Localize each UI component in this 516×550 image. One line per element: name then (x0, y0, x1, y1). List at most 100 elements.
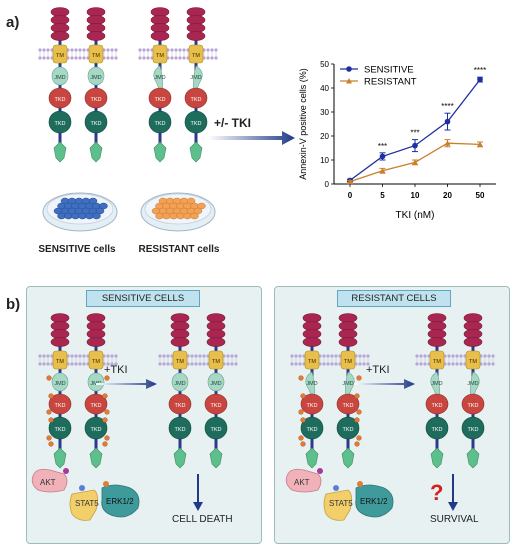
tkd2-domain: TKD (84, 110, 108, 134)
petri-dish-sensitive (42, 192, 118, 232)
significance-label: **** (474, 66, 486, 75)
tkd2-domain: TKD (48, 416, 72, 440)
tkd1-label: TKD (211, 403, 222, 409)
c-tail-domain (466, 447, 480, 469)
tkd1-label: TKD (191, 97, 202, 103)
tkd1-domain: TKD (184, 87, 208, 109)
tkd1-label: TKD (343, 403, 354, 409)
receptor-right: TM JMD TKD TKD (84, 7, 108, 163)
extracellular-domain (186, 7, 206, 41)
treatment-label-left: +TKI (104, 364, 128, 376)
tkd1-label: TKD (55, 403, 66, 409)
tkd1-label: TKD (91, 97, 102, 103)
tkd2-domain: TKD (148, 110, 172, 134)
significance-label: **** (441, 102, 453, 111)
data-point (379, 153, 386, 160)
extracellular-domain (50, 313, 70, 347)
legend-item-resistant: RESISTANT (340, 77, 417, 88)
receptor-left: TM JMD TKD TKD (425, 313, 449, 469)
data-point (412, 159, 418, 165)
tkd2-domain: TKD (425, 416, 449, 440)
jmd-domain (87, 372, 105, 392)
data-point (412, 142, 418, 149)
c-tail-domain (341, 447, 355, 469)
tkd2-label: TKD (432, 427, 443, 433)
x-tick-label: 20 (443, 191, 452, 200)
treatment-arrow-right (354, 379, 415, 389)
cell-membrane (138, 48, 218, 60)
tkd2-domain: TKD (48, 110, 72, 134)
tm-label: TM (156, 53, 164, 59)
c-tail-domain (430, 447, 444, 469)
tkd1-domain: TKD (84, 393, 108, 415)
tkd2-domain: TKD (336, 416, 360, 440)
tkd2-label: TKD (191, 121, 202, 127)
c-tail-domain (89, 447, 103, 469)
svg-text:ERK1/2: ERK1/2 (360, 497, 388, 506)
jmd-domain (51, 372, 69, 392)
survival-arrow (448, 474, 458, 511)
treatment-label-right: +TKI (366, 364, 390, 376)
tm-domain (52, 350, 68, 370)
extracellular-domain (427, 313, 447, 347)
tkd2-label: TKD (55, 427, 66, 433)
question-mark: ? (430, 480, 444, 505)
tkd1-label: TKD (307, 403, 318, 409)
tm-label: TM (56, 359, 64, 365)
tm-label: TM (344, 359, 352, 365)
jmd-label: JMD (90, 75, 101, 81)
extracellular-domain (86, 7, 106, 41)
data-point (477, 141, 483, 147)
tkd2-label: TKD (155, 121, 166, 127)
tkd2-label: TKD (468, 427, 479, 433)
tm-label: TM (469, 359, 477, 365)
y-tick-label: 40 (320, 84, 329, 93)
jmd-domain (207, 372, 225, 392)
tm-label: TM (92, 53, 100, 59)
survival-label: SURVIVAL (430, 514, 479, 525)
extracellular-domain (170, 313, 190, 347)
jmd-label: JMD (431, 381, 442, 387)
c-tail-domain (153, 141, 167, 163)
panel-a-label: a) (6, 14, 20, 31)
tkd2-label: TKD (175, 427, 186, 433)
tkd2-label: TKD (211, 427, 222, 433)
akt-molecule: AKT (285, 468, 323, 493)
cell-membrane (158, 354, 238, 366)
sensitive-cells-caption: SENSITIVE cells (38, 244, 116, 255)
data-point (444, 140, 451, 146)
x-tick-label: 0 (348, 191, 353, 200)
tkd1-label: TKD (55, 97, 66, 103)
svg-text:AKT: AKT (294, 478, 310, 487)
tm-domain (304, 350, 320, 370)
series-resistant (347, 139, 483, 185)
stat5-molecule: STAT5 (323, 485, 353, 521)
extracellular-domain (338, 313, 358, 347)
c-tail-domain (189, 141, 203, 163)
jmd-label: JMD (154, 75, 165, 81)
tm-domain (88, 44, 104, 64)
tm-domain (52, 44, 68, 64)
tkd1-label: TKD (432, 403, 443, 409)
petri-dish-resistant (140, 192, 216, 232)
jmd-label: JMD (54, 75, 65, 81)
x-tick-label: 10 (411, 191, 420, 200)
extracellular-domain (206, 313, 226, 347)
jmd-label: JMD (174, 381, 185, 387)
tkd1-label: TKD (468, 403, 479, 409)
phosphorylation-sites (102, 375, 110, 447)
cell (92, 212, 101, 220)
tm-label: TM (433, 359, 441, 365)
tkd1-domain: TKD (84, 87, 108, 109)
sensitive-box-title: SENSITIVE CELLS (86, 290, 200, 307)
tkd1-domain: TKD (461, 393, 485, 415)
legend-marker (346, 78, 352, 84)
tkd1-domain: TKD (204, 393, 228, 415)
cell-death-arrow (193, 474, 203, 511)
legend-label: RESISTANT (364, 77, 417, 88)
